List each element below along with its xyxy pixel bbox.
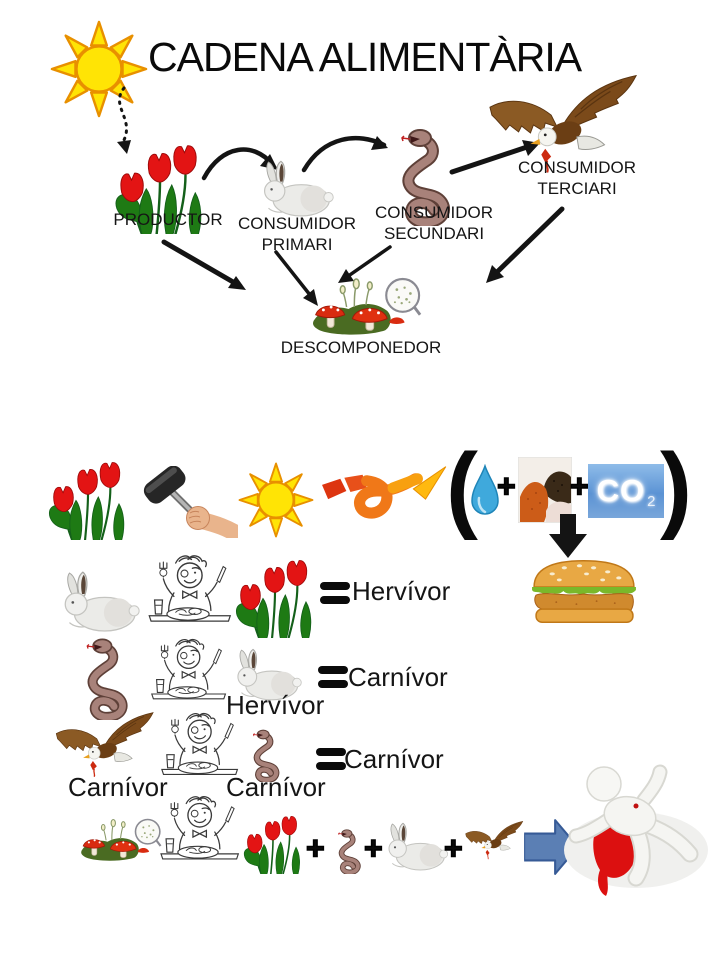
tulips-icon (38, 454, 138, 540)
child-eating-icon (156, 794, 240, 876)
dead-body-icon (548, 758, 713, 900)
curved-arrow-primary-to-secondary-icon (300, 128, 395, 178)
label-consumidor-secundari: CONSUMIDOR SECUNDARI (374, 203, 494, 244)
tulips-icon (234, 810, 312, 874)
close-paren: ) (660, 434, 692, 541)
sun-icon (236, 462, 316, 538)
plus-sign: + (496, 468, 516, 504)
label-carnivor-prey: Carnívor (226, 772, 326, 802)
plus-sign: + (363, 830, 383, 866)
arrow-producer-to-decomposer-icon (160, 238, 255, 300)
label-carnivor-result: Carnívor (348, 662, 448, 692)
plus-sign: + (443, 830, 463, 866)
arrow-primary-to-decomposer-icon (270, 248, 330, 314)
child-eating-icon (146, 638, 228, 714)
label-descomponedor: DESCOMPONEDOR (280, 338, 442, 357)
decomposer-mushrooms-icon (76, 810, 162, 872)
label-hervivor-result: Hervívor (352, 576, 451, 606)
label-consumidor-primari: CONSUMIDOR PRIMARI (237, 214, 357, 255)
label-hervivor-prey: Hervívor (226, 690, 325, 720)
equals-icon (318, 666, 348, 688)
label-carnivor-predator: Carnívor (68, 772, 168, 802)
page-title: CADENA ALIMENTÀRIA (148, 34, 582, 80)
eagle-icon (464, 818, 526, 864)
water-drop-icon (470, 464, 500, 520)
open-paren: ( (446, 434, 478, 541)
plus-sign: + (305, 830, 325, 866)
child-eating-icon (144, 554, 232, 638)
equals-icon (316, 748, 346, 770)
rabbit-icon (56, 570, 140, 634)
label-carnivor-result: Carnívor (344, 744, 444, 774)
down-arrow-icon (549, 514, 587, 558)
plus-sign: + (569, 468, 589, 504)
equals-icon (320, 582, 350, 604)
rabbit-icon (380, 822, 450, 872)
decomposer-mushrooms-icon (306, 276, 422, 340)
snake-icon (324, 828, 366, 874)
dashed-arrow-sun-to-producer-icon (100, 84, 160, 162)
arrow-secondary-to-decomposer-icon (328, 243, 400, 295)
hamburger-icon (526, 556, 642, 624)
co2-subscript: 2 (647, 493, 656, 510)
label-productor: PRODUCTOR (113, 210, 223, 229)
energy-ribbon-arrow-icon (320, 458, 458, 528)
arrow-tertiary-to-decomposer-icon (468, 203, 576, 295)
tulips-icon (228, 552, 322, 638)
snake-icon (56, 636, 142, 720)
label-consumidor-terciari: CONSUMIDOR TERCIARI (517, 158, 637, 199)
hand-mallet-icon (138, 466, 238, 538)
co2-text: CO (596, 473, 646, 508)
